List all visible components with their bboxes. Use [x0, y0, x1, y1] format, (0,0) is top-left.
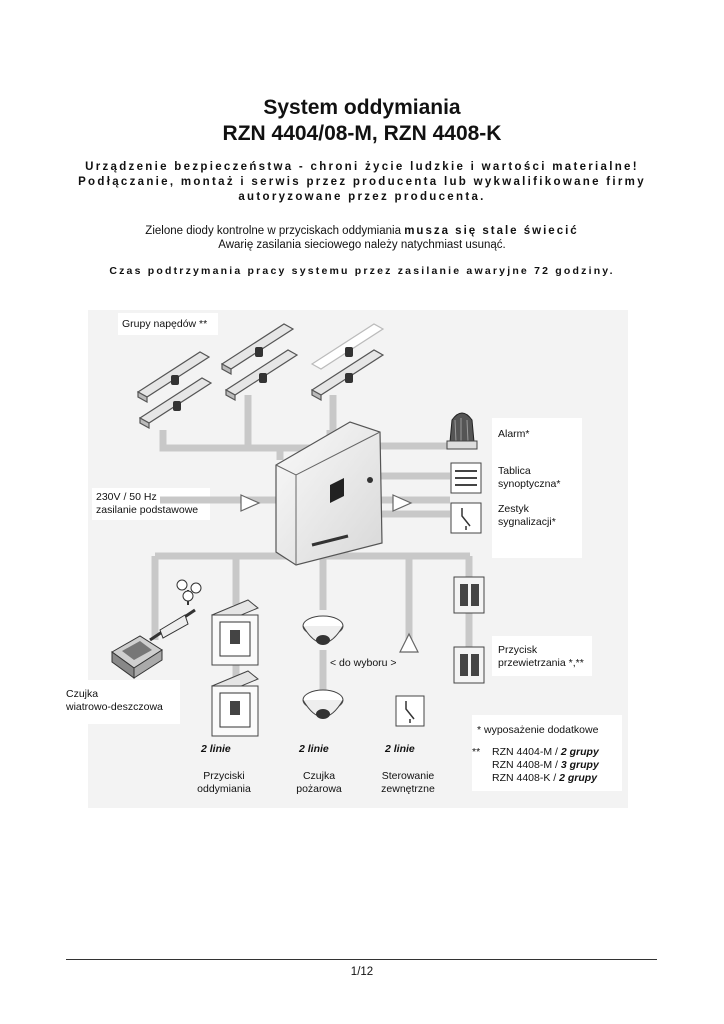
backup-time-note: Czas podtrzymania pracy systemu przez za…	[109, 265, 615, 277]
smoke-detector-icon-2	[302, 689, 344, 719]
info-line1-emphasis: musza się stale świecić	[404, 225, 579, 237]
external-control-icon	[395, 695, 425, 727]
output-arrow	[392, 494, 413, 512]
signal-contact-label-line2: sygnalizacji*	[498, 516, 556, 528]
choice-label: < do wyboru >	[330, 657, 397, 669]
signal-contact-label-line1: Zestyk	[498, 503, 529, 515]
page-number: 1/12	[350, 966, 374, 978]
model-note-2-name: RZN 4408-M /	[492, 759, 561, 771]
synoptic-panel-label-line2: synoptyczna*	[498, 478, 561, 490]
smoke-button-icon-2	[211, 670, 259, 737]
control-unit	[275, 421, 383, 566]
vent-button-icon-1	[453, 576, 485, 614]
model-note-3-name: RZN 4408-K /	[492, 772, 560, 784]
synoptic-panel-label-line1: Tablica	[498, 465, 531, 477]
smoke-buttons-label-line1: Przyciski	[203, 770, 245, 782]
wind-rain-sensor-icon	[111, 579, 202, 679]
info-line1-text: Zielone diody kontrolne w przyciskach od…	[145, 225, 405, 237]
model-note-3-groups: 2 grupy	[559, 772, 598, 784]
external-control-label-line1: Sterowanie	[381, 770, 435, 782]
vent-button-label-line1: Przycisk	[498, 644, 538, 656]
power-supply-label-line1: 230V / 50 Hz	[96, 491, 157, 503]
smoke-detector-icon-1	[302, 615, 344, 645]
model-note-1-groups: 2 grupy	[560, 746, 599, 758]
note-double-asterisk: **	[472, 746, 481, 758]
model-note-1: RZN 4404-M / 2 grupy	[492, 746, 599, 759]
smoke-buttons-label-line2: oddymiania	[197, 783, 251, 795]
page-title-line1: System oddymiania	[263, 96, 461, 119]
smoke-button-icon-1	[211, 599, 259, 666]
footer-divider	[66, 959, 657, 960]
lines-label-fire-detector: 2 linie	[299, 743, 329, 755]
lines-label-external: 2 linie	[385, 743, 415, 755]
model-note-3: RZN 4408-K / 2 grupy	[492, 772, 597, 785]
wind-rain-sensor-label-line2: wiatrowo-deszczowa	[66, 701, 163, 713]
model-note-2: RZN 4408-M / 3 grupy	[492, 759, 599, 772]
power-input-arrow	[240, 494, 261, 512]
safety-warning-line1: Urządzenie bezpieczeństwa - chroni życie…	[85, 161, 639, 173]
power-supply-label-line2: zasilanie podstawowe	[96, 504, 199, 516]
alarm-beacon-icon	[446, 412, 478, 450]
drive-group-bars	[136, 323, 385, 430]
fire-detector-label-line2: pożarowa	[296, 783, 342, 795]
drive-groups-label: Grupy napędów **	[122, 318, 208, 330]
synoptic-panel-icon	[450, 462, 482, 494]
info-line1: Zielone diody kontrolne w przyciskach od…	[0, 224, 724, 238]
external-control-label-line2: zewnętrzne	[381, 783, 435, 795]
fire-detector-label-line1: Czujka	[302, 770, 336, 782]
model-note-1-name: RZN 4404-M /	[492, 746, 561, 758]
lines-label-smoke-buttons: 2 linie	[201, 743, 231, 755]
external-input-arrow	[399, 632, 419, 653]
safety-warning-line3: autoryzowane przez producenta.	[238, 191, 486, 203]
page-title-line2: RZN 4404/08-M, RZN 4408-K	[222, 122, 502, 145]
vent-button-icon-2	[453, 646, 485, 684]
signal-contact-icon	[450, 502, 482, 534]
vent-button-label-line2: przewietrzania *,**	[498, 657, 584, 669]
wind-rain-sensor-label-line1: Czujka	[66, 688, 99, 700]
alarm-label: Alarm*	[498, 428, 530, 440]
info-line2: Awarię zasilania sieciowego należy natyc…	[218, 239, 506, 251]
safety-warning-line2: Podłączanie, montaż i serwis przez produ…	[78, 176, 646, 188]
note-optional-equipment: * wyposażenie dodatkowe	[477, 724, 599, 736]
model-note-2-groups: 3 grupy	[560, 759, 599, 771]
